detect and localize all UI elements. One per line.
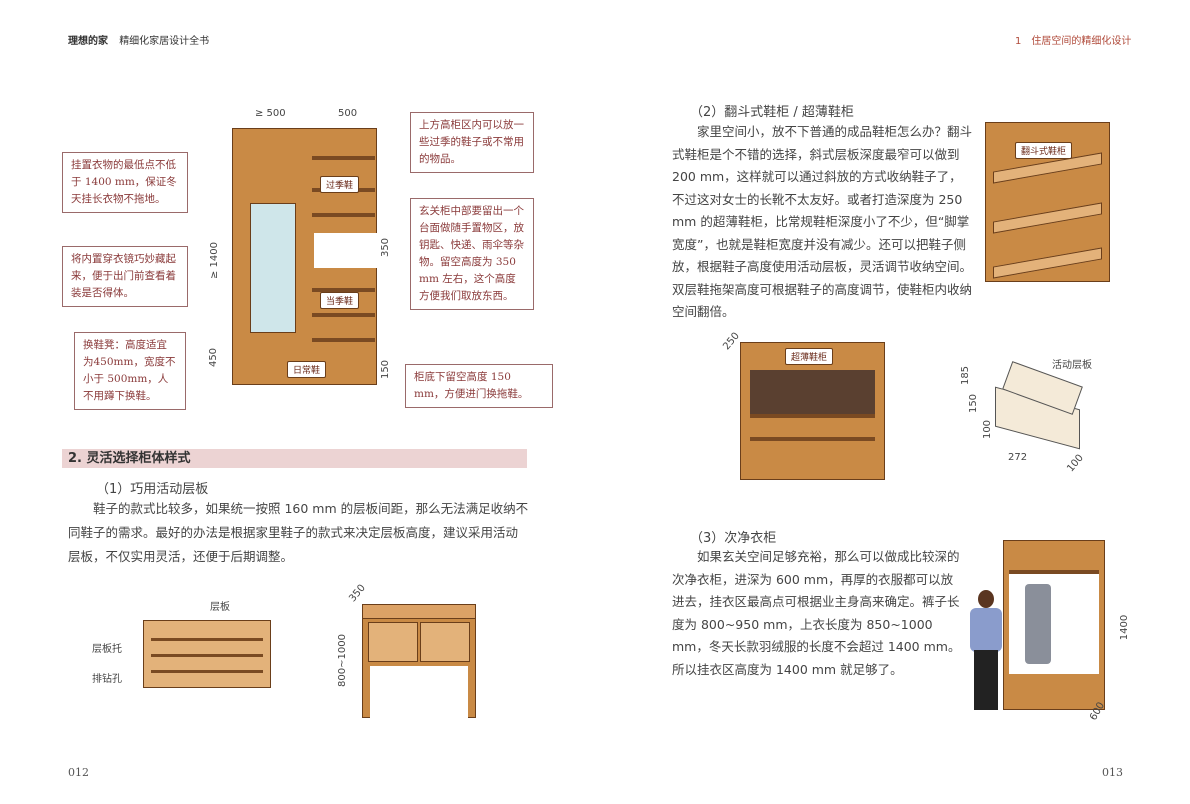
dim-height-450: 450 — [208, 347, 220, 368]
note-mirror: 将内置穿衣镜巧妙藏起来，便于出门前查看着装是否得体。 — [62, 246, 188, 307]
dim-height-150: 150 — [380, 359, 392, 380]
label-flip-cabinet: 翻斗式鞋柜 — [1015, 142, 1073, 159]
dim-100b: 100 — [1065, 452, 1086, 475]
dim-thin-depth: 250 — [721, 330, 742, 353]
thin-shoe-cabinet-illustration: 超薄鞋柜 — [740, 342, 885, 480]
shelf — [312, 313, 375, 317]
dim-272: 272 — [1008, 452, 1028, 463]
entry-cabinet-illustration: 过季鞋 当季鞋 日常鞋 — [232, 128, 377, 385]
dim-100a: 100 — [982, 419, 994, 440]
label-support: 层板托 — [92, 644, 122, 655]
dim-185: 185 — [960, 365, 972, 386]
label-movable-board: 活动层板 — [1052, 360, 1092, 371]
paragraph-1: 鞋子的款式比较多，如果统一按照 160 mm 的层板间距，那么无法满足收纳不同鞋… — [68, 501, 529, 564]
hanging-coat — [1025, 584, 1051, 664]
note-upper-cabinet: 上方高柜区内可以放一些过季的鞋子或不常用的物品。 — [410, 112, 534, 173]
book-logo: 理想的家 — [68, 36, 108, 47]
dim-150: 150 — [968, 393, 980, 414]
double-rack-illustration — [995, 361, 1085, 450]
subheading-1: （1）巧用活动层板 — [96, 482, 209, 497]
open-niche — [314, 233, 377, 268]
subheading-2: （2）翻斗式鞋柜 / 超薄鞋柜 — [690, 105, 854, 120]
chapter-title: 1 住居空间的精细化设计 — [1015, 36, 1132, 47]
dim-width-2: 500 — [338, 108, 358, 119]
note-bottom-gap: 柜底下留空高度 150 mm，方便进门换拖鞋。 — [405, 364, 553, 408]
shelf — [312, 338, 375, 342]
subheading-3: （3）次净衣柜 — [690, 531, 777, 546]
shelf — [312, 213, 375, 217]
label-current-season: 当季鞋 — [320, 292, 360, 309]
dim-height-350: 350 — [380, 237, 392, 258]
wardrobe-illustration — [1003, 540, 1105, 710]
section-heading: 2. 灵活选择柜体样式 — [62, 449, 527, 468]
flip-shoe-cabinet-illustration: 翻斗式鞋柜 — [985, 122, 1110, 282]
book-title: 精细化家居设计全书 — [119, 36, 210, 47]
label-board: 层板 — [210, 602, 230, 613]
dim-height-800-1000: 800~1000 — [336, 634, 348, 687]
adjustable-shelf-illustration — [143, 620, 271, 688]
mirror — [250, 203, 296, 333]
dim-height-1400: ≥ 1400 — [209, 241, 221, 280]
note-hanging-height: 挂置衣物的最低点不低于 1400 mm，保证冬天挂长衣物不拖地。 — [62, 152, 188, 213]
shelf — [312, 156, 375, 160]
paragraph-3: 如果玄关空间足够充裕，那么可以做成比较深的次净衣柜，进深为 600 mm，再厚的… — [672, 549, 961, 677]
label-hole: 排钻孔 — [92, 674, 122, 685]
note-middle-niche: 玄关柜中部要留出一个台面做随手置物区，放钥匙、快递、雨伞等杂物。留空高度为 35… — [410, 198, 534, 310]
low-cabinet-illustration — [362, 604, 476, 718]
page-number-right: 013 — [1102, 766, 1123, 779]
person-illustration — [966, 590, 1006, 715]
paragraph-2: 家里空间小，放不下普通的成品鞋柜怎么办？翻斗式鞋柜是个不错的选择，斜式层板深度最… — [672, 124, 973, 319]
page-number-left: 012 — [68, 766, 89, 779]
dim-depth-350: 350 — [347, 582, 368, 605]
label-off-season: 过季鞋 — [320, 176, 360, 193]
dim-width-1: ≥ 500 — [255, 108, 286, 119]
label-daily: 日常鞋 — [287, 361, 327, 378]
label-thin-cabinet: 超薄鞋柜 — [785, 348, 834, 365]
dim-wardrobe-height: 1400 — [1119, 614, 1131, 641]
header-left: 理想的家 精细化家居设计全书 — [68, 32, 209, 47]
shelf — [312, 288, 375, 292]
note-bench: 换鞋凳：高度适宜为450mm，宽度不小于 500mm，人不用蹲下换鞋。 — [74, 332, 186, 410]
